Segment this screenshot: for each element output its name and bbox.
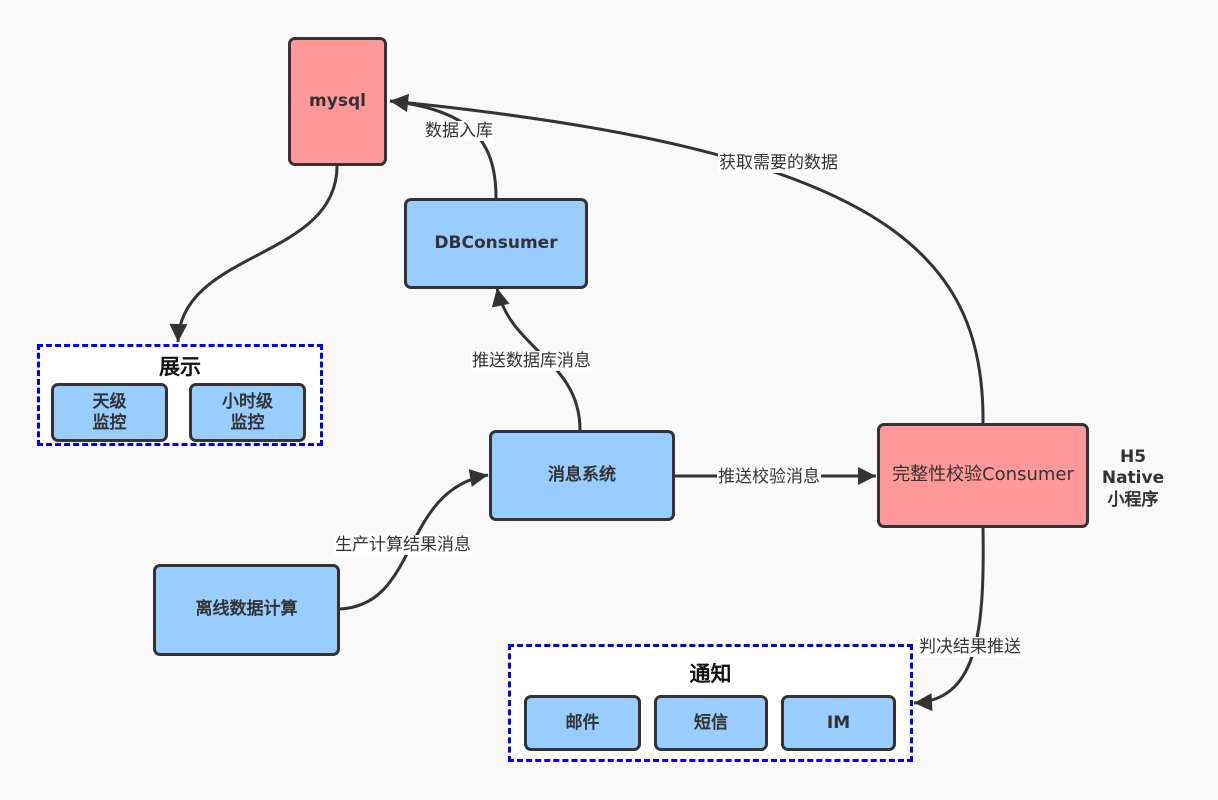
edge-label-push-verify-message: 推送校验消息: [717, 467, 821, 488]
notify-im-label: IM: [826, 712, 851, 733]
daily-monitor-box[interactable]: 天级 监控: [51, 383, 168, 442]
notify-group-title: 通知: [689, 662, 732, 686]
notify-group: 通知 邮件 短信 IM: [508, 644, 913, 762]
hourly-monitor-line1: 小时级: [222, 392, 273, 413]
edge-integrity-to-mysql: [389, 93, 992, 443]
display-group-title: 展示: [159, 355, 201, 379]
offline-compute-label: 离线数据计算: [195, 599, 298, 620]
integrity-consumer-label: 完整性校验Consumer: [892, 464, 1074, 486]
dbconsumer-label: DBConsumer: [434, 232, 558, 253]
daily-monitor-line1: 天级: [92, 392, 127, 413]
hourly-monitor-line2: 监控: [230, 412, 265, 433]
edge-label-fetch-data: 获取需要的数据: [718, 153, 839, 174]
notify-sms-label: 短信: [694, 712, 728, 733]
mysql-node[interactable]: mysql: [288, 37, 387, 166]
edge-label-push-verdict: 判决结果推送: [918, 637, 1022, 658]
display-group: 展示 天级 监控 小时级 监控: [37, 344, 323, 446]
edge-dbconsumer-to-mysql: [389, 94, 498, 199]
edge-label-produce-result-message: 生产计算结果消息: [334, 535, 472, 556]
platform-miniprogram: 小程序: [1107, 489, 1159, 510]
hourly-monitor-box[interactable]: 小时级 监控: [189, 383, 306, 442]
notify-sms-box[interactable]: 短信: [654, 695, 768, 751]
daily-monitor-line2: 监控: [92, 412, 127, 433]
notify-email-box[interactable]: 邮件: [524, 695, 641, 751]
edge-mysql-to-display: [169, 165, 339, 343]
edge-label-db-write: 数据入库: [424, 121, 494, 142]
integrity-consumer-node[interactable]: 完整性校验Consumer: [877, 423, 1089, 528]
notify-email-label: 邮件: [565, 712, 600, 733]
mysql-label: mysql: [309, 90, 366, 111]
message-system-node[interactable]: 消息系统: [489, 430, 675, 521]
platform-h5: H5: [1119, 447, 1147, 467]
edge-integrity-to-notify: [913, 526, 985, 712]
dbconsumer-node[interactable]: DBConsumer: [404, 198, 588, 289]
offline-compute-node[interactable]: 离线数据计算: [153, 564, 340, 656]
platform-native: Native: [1101, 468, 1165, 489]
notify-im-box[interactable]: IM: [781, 695, 896, 751]
platforms-note: H5 Native 小程序: [1097, 447, 1169, 511]
message-system-label: 消息系统: [548, 464, 616, 485]
edge-label-push-db-message: 推送数据库消息: [471, 351, 592, 372]
